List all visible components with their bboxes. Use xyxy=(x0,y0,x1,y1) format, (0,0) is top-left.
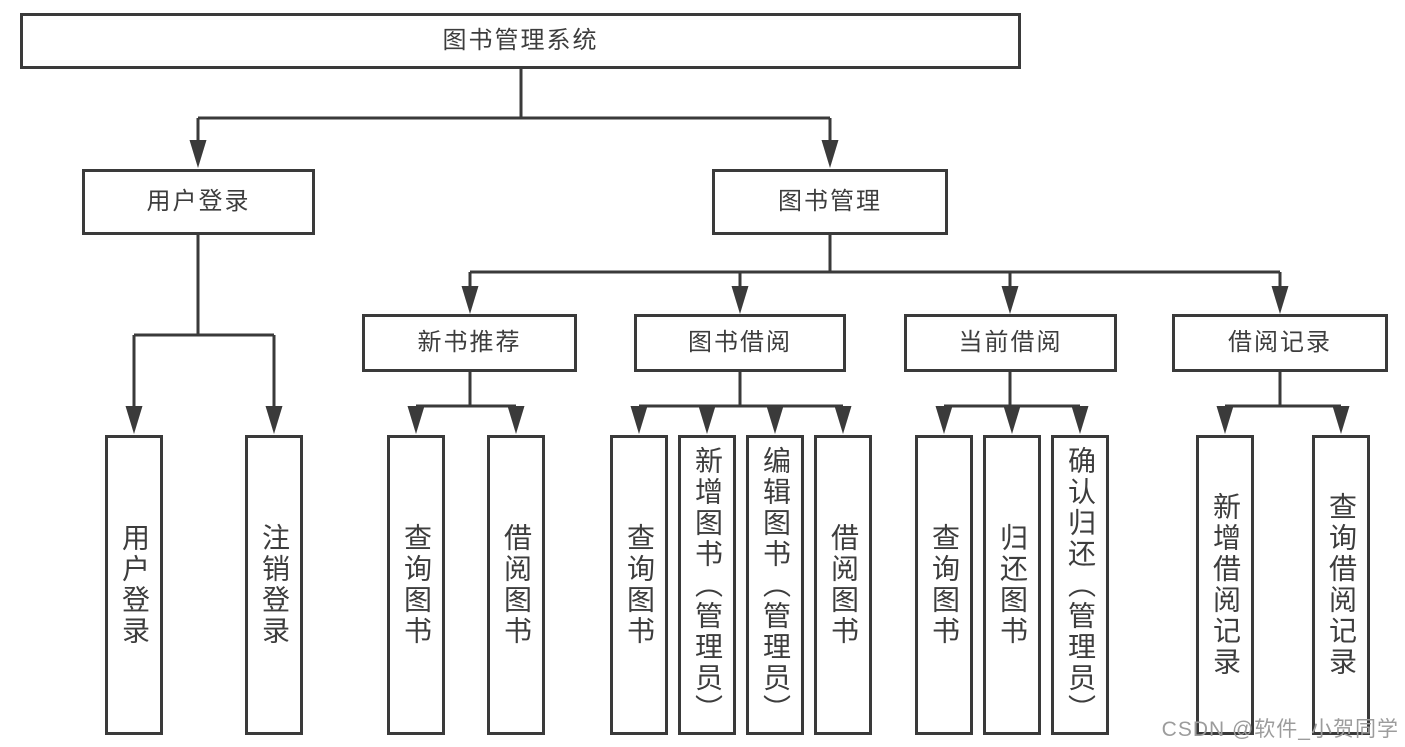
leaf-cb-return-books: 归还图书 xyxy=(983,435,1041,735)
arrowhead xyxy=(1001,286,1019,314)
leaf-bb-query-books: 查询图书 xyxy=(610,435,668,735)
arrowhead xyxy=(821,140,839,168)
node-root: 图书管理系统 xyxy=(20,13,1021,69)
arrowhead xyxy=(1003,406,1021,434)
arrowhead xyxy=(407,406,425,434)
arrowhead xyxy=(189,140,207,168)
arrowhead xyxy=(125,406,143,434)
arrowhead xyxy=(731,286,749,314)
leaf-br-add-record: 新增借阅记录 xyxy=(1196,435,1254,735)
leaf-user-login: 用户登录 xyxy=(105,435,163,735)
leaf-cb-confirm-return-admin: 确认归还（管理员） xyxy=(1051,435,1109,735)
leaf-bb-add-books-admin: 新增图书（管理员） xyxy=(678,435,736,735)
node-user-login: 用户登录 xyxy=(82,169,315,235)
leaf-logout: 注销登录 xyxy=(245,435,303,735)
csdn-watermark: CSDN @软件_小贺同学 xyxy=(1161,718,1399,741)
leaf-nbr-query-books: 查询图书 xyxy=(387,435,445,735)
arrowheads xyxy=(125,140,1350,434)
leaf-nbr-borrow-books: 借阅图书 xyxy=(487,435,545,735)
node-book-management: 图书管理 xyxy=(712,169,948,235)
arrowhead xyxy=(265,406,283,434)
node-new-book-recommend: 新书推荐 xyxy=(362,314,577,372)
arrowhead xyxy=(698,406,716,434)
node-current-borrowing: 当前借阅 xyxy=(904,314,1117,372)
arrowhead xyxy=(1332,406,1350,434)
arrowhead xyxy=(834,406,852,434)
leaf-bb-borrow-books: 借阅图书 xyxy=(814,435,872,735)
node-borrowing-records: 借阅记录 xyxy=(1172,314,1388,372)
arrowhead xyxy=(766,406,784,434)
arrowhead xyxy=(507,406,525,434)
arrowhead xyxy=(1216,406,1234,434)
arrowhead xyxy=(935,406,953,434)
leaf-cb-query-books: 查询图书 xyxy=(915,435,973,735)
arrowhead xyxy=(1071,406,1089,434)
arrowhead xyxy=(461,286,479,314)
arrowhead xyxy=(1271,286,1289,314)
leaf-br-query-record: 查询借阅记录 xyxy=(1312,435,1370,735)
node-book-borrowing: 图书借阅 xyxy=(634,314,846,372)
arrowhead xyxy=(630,406,648,434)
leaf-bb-edit-books-admin: 编辑图书（管理员） xyxy=(746,435,804,735)
